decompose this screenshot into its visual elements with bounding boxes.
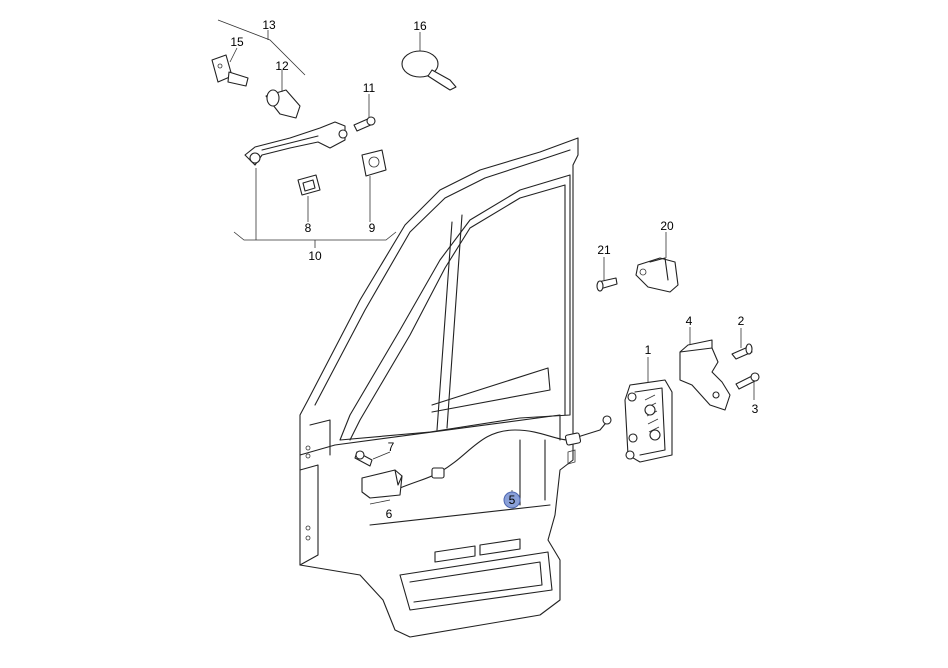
callout-8[interactable]: 8 <box>305 221 312 235</box>
screw-3 <box>735 372 760 390</box>
callout-20[interactable]: 20 <box>660 219 674 233</box>
callout-9[interactable]: 9 <box>369 221 376 235</box>
callout-4[interactable]: 4 <box>686 314 693 328</box>
screw-7 <box>354 450 373 467</box>
callout-5[interactable]: 5 <box>509 493 516 507</box>
gasket-9 <box>361 149 387 177</box>
screw-21 <box>596 277 618 292</box>
callout-2[interactable]: 2 <box>738 314 745 328</box>
screw-2 <box>731 343 753 360</box>
callout-13[interactable]: 13 <box>262 18 276 32</box>
callout-11[interactable]: 11 <box>363 81 376 95</box>
check-strap-bracket <box>635 257 679 293</box>
callout-1[interactable]: 1 <box>645 343 652 357</box>
callout-10[interactable]: 10 <box>308 249 322 263</box>
callout-12[interactable]: 12 <box>275 59 289 73</box>
outer-handle <box>244 121 348 166</box>
callout-15[interactable]: 15 <box>230 35 244 49</box>
lock-bracket <box>679 339 731 411</box>
callout-labels: 1 2 3 4 5 6 7 8 9 10 11 12 13 15 16 20 2… <box>230 18 758 521</box>
callout-7[interactable]: 7 <box>388 440 395 454</box>
key-15 <box>211 54 249 87</box>
door-panel <box>299 137 579 638</box>
lock-cylinder-12 <box>265 89 301 119</box>
callout-21[interactable]: 21 <box>597 243 611 257</box>
leader-lines <box>217 19 755 505</box>
callout-3[interactable]: 3 <box>752 402 759 416</box>
inner-door-handle <box>361 469 403 499</box>
release-cable <box>399 415 612 489</box>
gasket-8 <box>297 174 321 196</box>
callout-6[interactable]: 6 <box>386 507 393 521</box>
cap-16 <box>401 50 457 91</box>
callout-5-badge[interactable] <box>503 491 521 509</box>
callout-16[interactable]: 16 <box>413 19 427 33</box>
door-lock <box>624 379 673 463</box>
screw-11 <box>353 116 376 132</box>
